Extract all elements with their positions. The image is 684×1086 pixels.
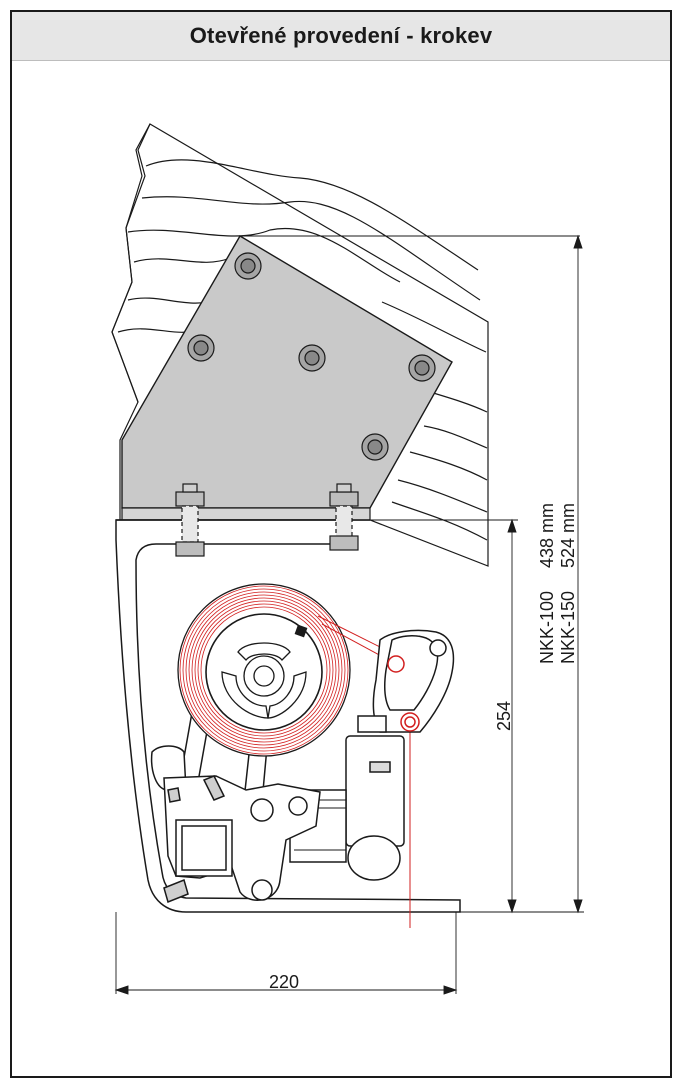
screw-icon xyxy=(298,344,326,372)
title-bar: Otevřené provedení - krokev xyxy=(12,12,670,61)
variant-nkk150-value: 524 mm xyxy=(558,503,578,568)
height-dimension-label: 254 xyxy=(494,701,514,731)
variant-nkk150-model: NKK-150 xyxy=(558,591,578,664)
screw-icon xyxy=(361,433,389,461)
width-dimension-label: 220 xyxy=(269,972,299,992)
screw-icon xyxy=(408,354,436,382)
screw-icon xyxy=(187,334,215,362)
strap-reel xyxy=(177,583,351,757)
screw-icon xyxy=(234,252,262,280)
page-title: Otevřené provedení - krokev xyxy=(189,23,493,48)
dimension-labels: 220 254 NKK-100 438 mm NKK-150 524 mm xyxy=(269,503,578,992)
bolt-right xyxy=(329,483,359,551)
variant-nkk100-model: NKK-100 xyxy=(537,591,557,664)
dimension-lines xyxy=(114,234,584,995)
linkage xyxy=(163,775,321,904)
plate-screws xyxy=(187,252,436,461)
bolt-left xyxy=(175,483,205,557)
guide-plate xyxy=(357,629,455,733)
variant-nkk100-value: 438 mm xyxy=(537,503,557,568)
